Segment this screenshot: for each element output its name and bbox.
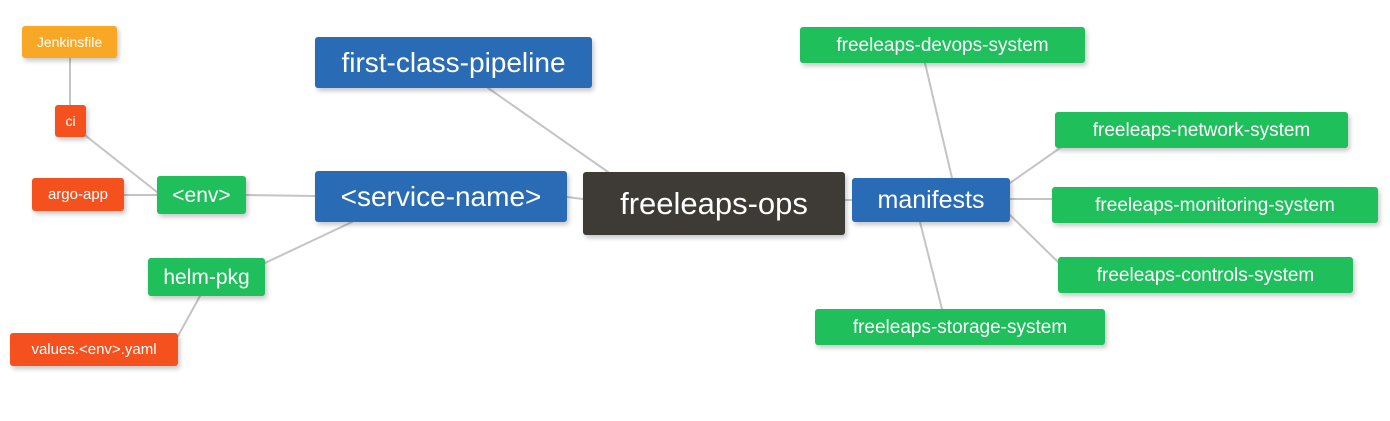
node-helm-pkg[interactable]: helm-pkg bbox=[148, 258, 265, 296]
node-argo-app[interactable]: argo-app bbox=[32, 178, 124, 211]
node-jenkinsfile[interactable]: Jenkinsfile bbox=[22, 26, 117, 58]
node-freeleaps-monitoring-system[interactable]: freeleaps-monitoring-system bbox=[1052, 187, 1378, 223]
node-label-freeleaps-storage-system: freeleaps-storage-system bbox=[852, 316, 1068, 338]
node-label-freeleaps-devops-system: freeleaps-devops-system bbox=[836, 34, 1049, 56]
node-label-env: <env> bbox=[172, 183, 231, 207]
node-label-helm-pkg: helm-pkg bbox=[163, 265, 250, 289]
node-label-service-name: <service-name> bbox=[340, 180, 542, 212]
edge-values-yaml-to-helm-pkg bbox=[177, 295, 201, 337]
node-label-first-class-pipeline: first-class-pipeline bbox=[341, 46, 566, 78]
node-freeleaps-storage-system[interactable]: freeleaps-storage-system bbox=[815, 309, 1105, 345]
edge-freeleaps-network-system-to-manifests bbox=[1009, 147, 1061, 184]
edge-helm-pkg-to-service-name bbox=[264, 221, 353, 264]
node-label-argo-app: argo-app bbox=[47, 186, 109, 203]
node-label-freeleaps-network-system: freeleaps-network-system bbox=[1092, 119, 1311, 141]
node-first-class-pipeline[interactable]: first-class-pipeline bbox=[315, 37, 592, 88]
node-freeleaps-ops[interactable]: freeleaps-ops bbox=[583, 172, 845, 235]
edge-freeleaps-devops-system-to-manifests bbox=[924, 62, 953, 179]
node-label-freeleaps-controls-system: freeleaps-controls-system bbox=[1096, 264, 1315, 286]
node-values-yaml[interactable]: values.<env>.yaml bbox=[10, 333, 178, 366]
edge-first-class-pipeline-to-freeleaps-ops bbox=[487, 87, 609, 173]
edge-freeleaps-storage-system-to-manifests bbox=[919, 221, 943, 310]
edge-freeleaps-controls-system-to-manifests bbox=[1009, 214, 1059, 263]
node-manifests[interactable]: manifests bbox=[852, 178, 1010, 222]
node-label-values-yaml: values.<env>.yaml bbox=[31, 341, 157, 358]
node-label-freeleaps-ops: freeleaps-ops bbox=[620, 186, 808, 221]
node-label-jenkinsfile: Jenkinsfile bbox=[36, 34, 103, 50]
node-ci[interactable]: ci bbox=[55, 105, 86, 137]
node-freeleaps-devops-system[interactable]: freeleaps-devops-system bbox=[800, 27, 1085, 63]
edge-env-to-service-name bbox=[245, 194, 316, 197]
node-label-ci: ci bbox=[65, 113, 76, 129]
node-service-name[interactable]: <service-name> bbox=[315, 171, 567, 222]
edge-service-name-to-freeleaps-ops bbox=[566, 196, 584, 200]
node-env[interactable]: <env> bbox=[157, 176, 246, 214]
node-freeleaps-network-system[interactable]: freeleaps-network-system bbox=[1055, 112, 1348, 148]
node-label-manifests: manifests bbox=[877, 185, 985, 214]
node-freeleaps-controls-system[interactable]: freeleaps-controls-system bbox=[1058, 257, 1353, 293]
node-label-freeleaps-monitoring-system: freeleaps-monitoring-system bbox=[1095, 194, 1335, 216]
